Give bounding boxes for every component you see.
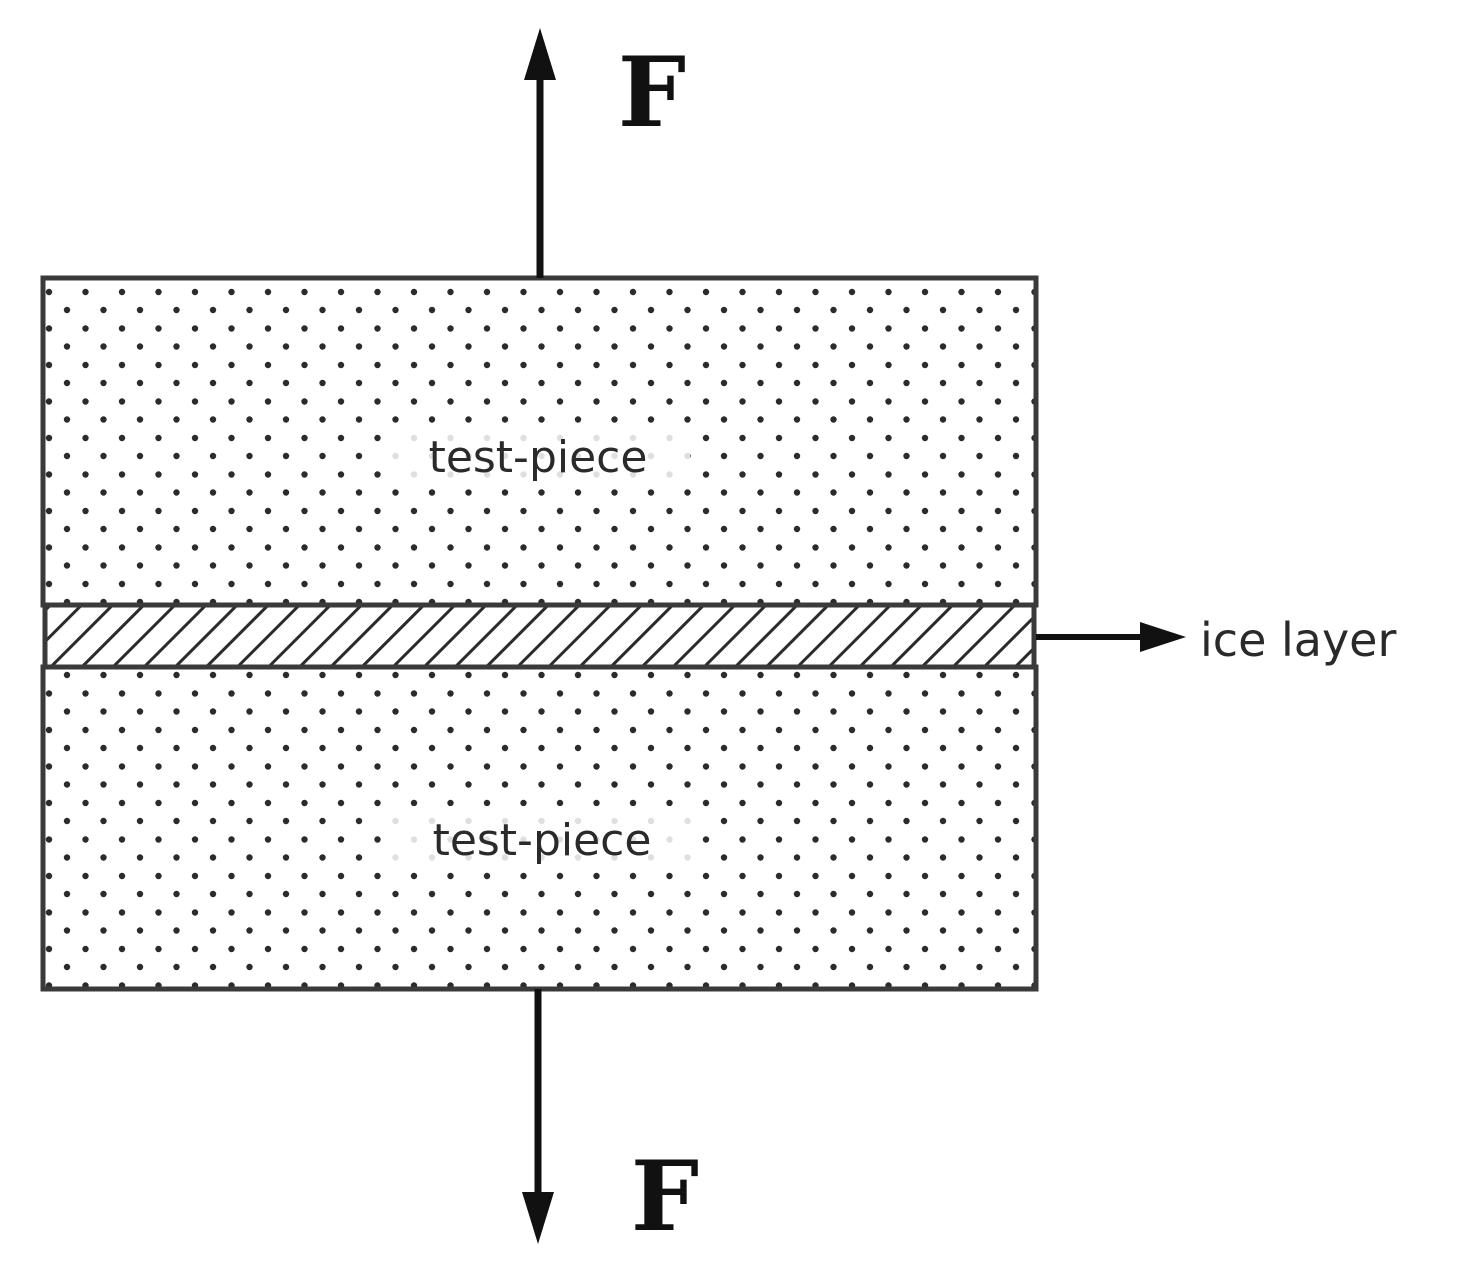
bottom-force-arrow: F (522, 989, 699, 1253)
top-force-label: F (618, 36, 686, 149)
top-force-arrow: F (524, 28, 686, 278)
ice-layer-label: ice layer (1200, 613, 1396, 667)
bottom-label-backdrop (392, 806, 692, 868)
bottom-test-piece: test-piece (40, 664, 1039, 992)
bottom-force-arrow-head (522, 1192, 554, 1244)
top-test-piece-label: test-piece (429, 432, 648, 483)
ice-layer-pointer-head (1140, 622, 1186, 652)
bottom-force-label: F (631, 1140, 699, 1253)
ice-layer-band (42, 602, 1037, 670)
top-force-arrow-head (524, 28, 556, 80)
ice-layer-pointer: ice layer (1036, 613, 1396, 667)
ice-layer (42, 602, 1037, 670)
bottom-test-piece-label: test-piece (433, 815, 652, 866)
top-test-piece: test-piece (40, 275, 1039, 608)
top-label-backdrop (390, 425, 690, 487)
